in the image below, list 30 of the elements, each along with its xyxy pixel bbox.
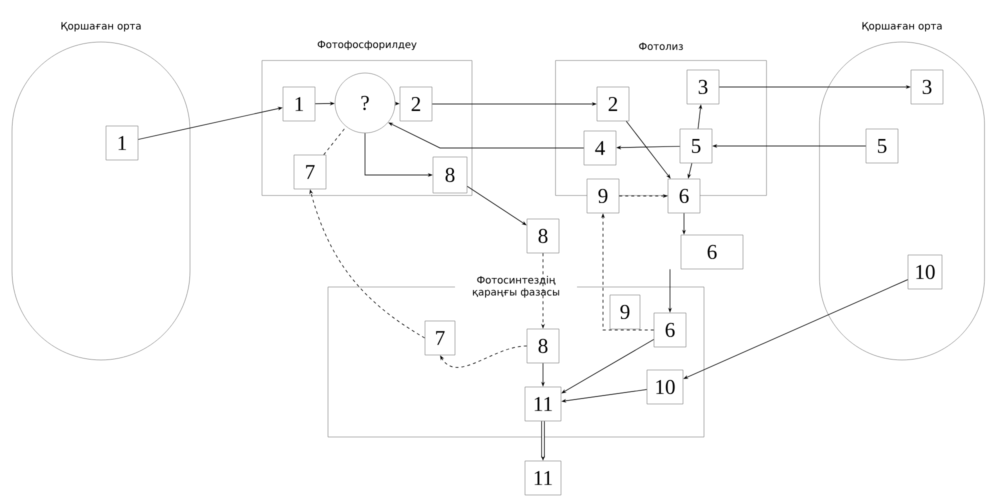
number-box: 11 (524, 460, 562, 496)
number-box: 10 (646, 370, 684, 404)
number-box: 8 (432, 156, 468, 194)
number-box: 9 (586, 178, 620, 214)
node-label: Фотосинтездің (477, 276, 556, 285)
number-box: 2 (400, 86, 432, 122)
number-box: 6 (654, 312, 686, 348)
number-box: 11 (524, 386, 562, 422)
number-box: 5 (866, 128, 898, 164)
number-box: 8 (526, 328, 560, 364)
number-box: 4 (584, 130, 616, 166)
number-box: 6 (680, 234, 744, 270)
number-box: 2 (596, 86, 630, 122)
number-box: 8 (526, 218, 560, 254)
node-label: Фотофосфорилдеу (318, 40, 417, 50)
number-box: 7 (424, 320, 456, 356)
node-label: Фотолиз (639, 42, 683, 50)
arrow (440, 346, 528, 368)
number-box: 5 (680, 128, 712, 164)
number-box: 10 (908, 254, 942, 290)
number-box: 7 (294, 154, 326, 190)
number-box: 3 (686, 70, 720, 104)
number-box: 3 (910, 70, 944, 104)
number-box: 9 (610, 294, 640, 330)
number-box: 1 (106, 126, 138, 160)
number-box: 1 (282, 86, 316, 122)
node-label: Қоршаған орта (862, 22, 942, 32)
number-box: 6 (668, 178, 700, 214)
node-label: Қоршаған орта (61, 22, 141, 32)
circle-node: ? (334, 72, 396, 134)
